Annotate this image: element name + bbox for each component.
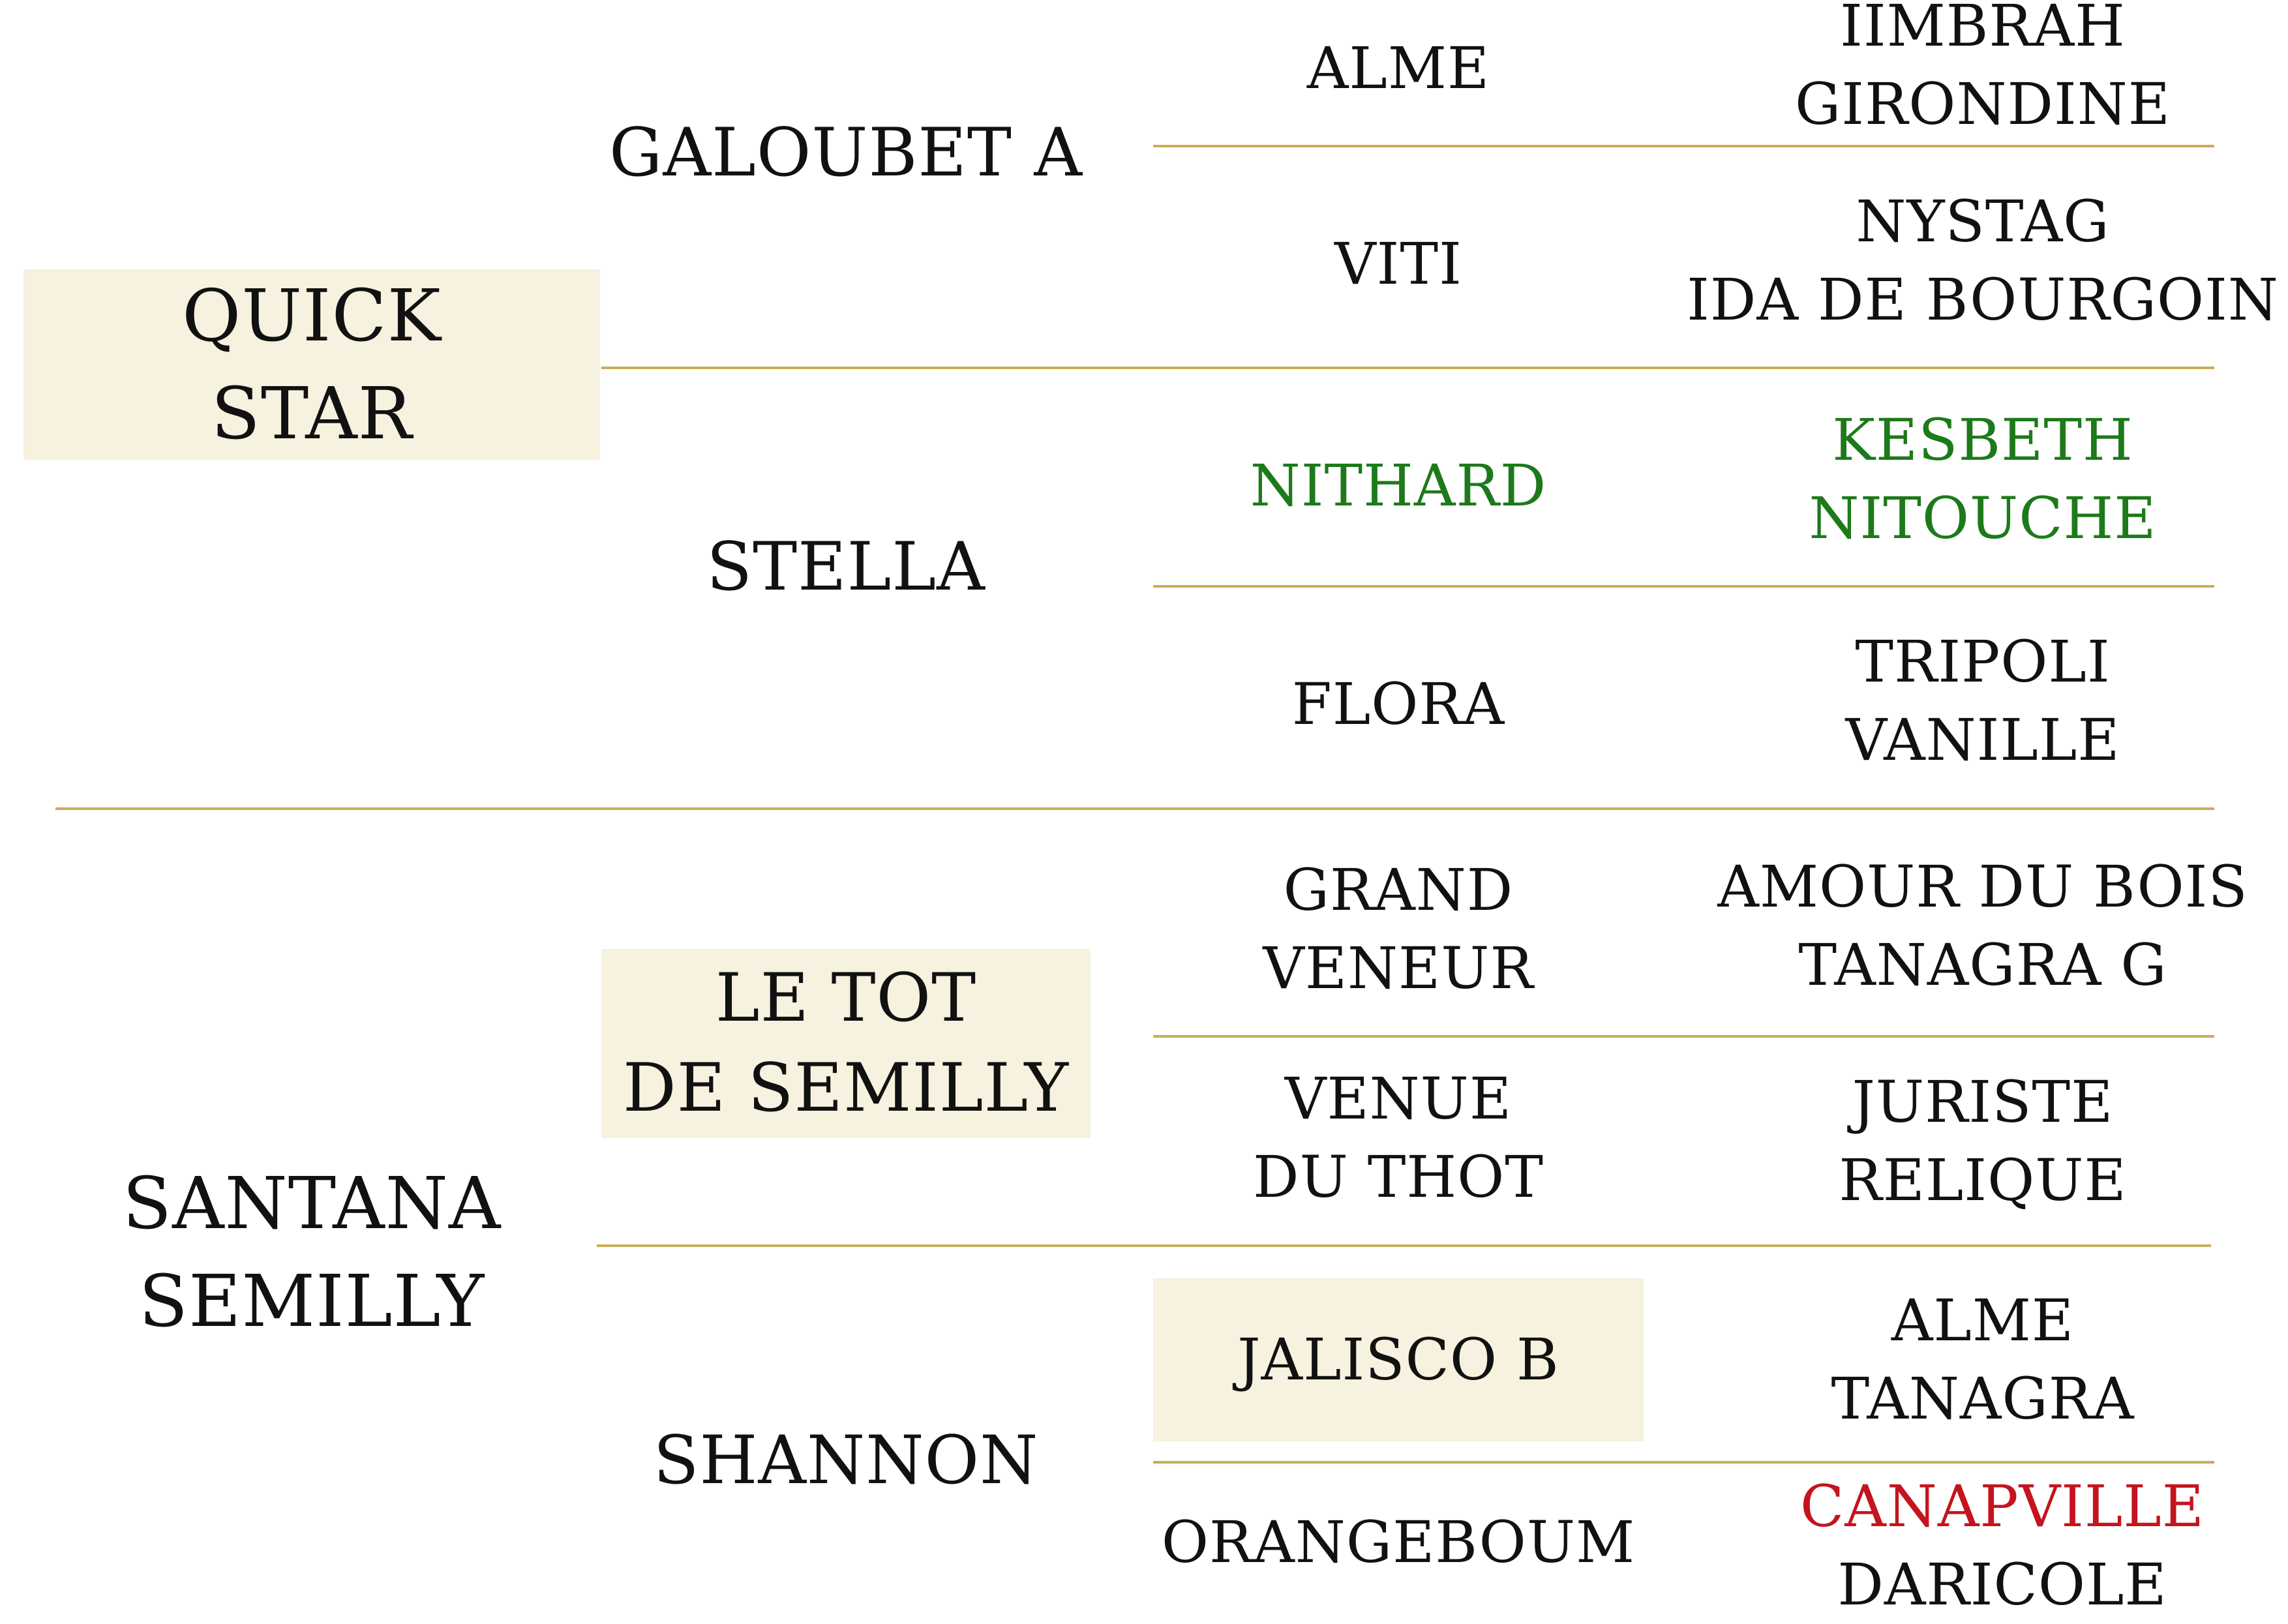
gen3-grand-veneur: GRAND VENEUR xyxy=(1263,856,1534,1002)
sire-name-line-2: STAR xyxy=(211,372,413,455)
dam-name-line-2: SEMILLY xyxy=(138,1259,485,1343)
jalisco-highlight xyxy=(1153,1278,1644,1441)
gen4-pair-8: CANAPVILLE DARICOLE xyxy=(1683,1467,2288,1624)
dam-sire-name: LE TOT DE SEMILLY xyxy=(601,949,1091,1138)
daricole-label: DARICOLE xyxy=(1837,1551,2167,1618)
divider-gen2-top xyxy=(601,367,2214,369)
dam-name: SANTANA SEMILLY xyxy=(23,1122,600,1383)
gen4-pair-4: TRIPOLI VANILLE xyxy=(1845,628,2120,774)
gen3-flora: FLORA xyxy=(1291,670,1505,738)
dam-sire-line-2: DE SEMILLY xyxy=(622,1049,1069,1127)
gen3-orangeboum: ORANGEBOUM xyxy=(1161,1509,1636,1576)
gen4-pair-5: AMOUR DU BOIS TANAGRA G xyxy=(1717,853,2248,999)
le-tot-highlight xyxy=(601,949,1091,1138)
canapville-label: CANAPVILLE xyxy=(1799,1473,2205,1540)
sire-name: QUICK STAR xyxy=(23,269,600,460)
divider-gen2-bottom xyxy=(597,1244,2211,1247)
gen4-pair-1: IIMBRAH GIRONDINE xyxy=(1794,0,2171,138)
divider-gen3-2 xyxy=(1153,585,2214,588)
gen3-alme: ALME xyxy=(1306,35,1490,102)
quick-star-highlight xyxy=(23,269,600,460)
gen3-viti: VITI xyxy=(1334,230,1462,297)
gen3-nithard: NITHARD xyxy=(1250,452,1547,519)
dam-sire-line-1: LE TOT xyxy=(715,959,977,1037)
dam-dam-name: SHANNON xyxy=(653,1422,1039,1499)
gen3-venue-du-thot: VENUE DU THOT xyxy=(1253,1065,1544,1210)
divider-main xyxy=(55,807,2214,810)
sire-sire-name: GALOUBET A xyxy=(609,114,1083,192)
divider-gen3-3 xyxy=(1153,1035,2214,1038)
sire-dam-name: STELLA xyxy=(706,528,986,606)
dam-name-line-1: SANTANA xyxy=(122,1162,502,1245)
gen4-pair-3: KESBETH NITOUCHE xyxy=(1809,406,2157,552)
divider-gen3-4 xyxy=(1153,1461,2214,1464)
gen4-pair-2: NYSTAG IDA DE BOURGOIN xyxy=(1687,188,2279,333)
sire-name-line-1: QUICK xyxy=(182,274,442,357)
gen4-pair-7: ALME TANAGRA xyxy=(1831,1287,2135,1432)
gen4-pair-6: JURISTE RELIQUE xyxy=(1839,1068,2127,1214)
divider-gen3-1 xyxy=(1153,145,2214,147)
gen3-jalisco-b: JALISCO B xyxy=(1237,1326,1559,1393)
